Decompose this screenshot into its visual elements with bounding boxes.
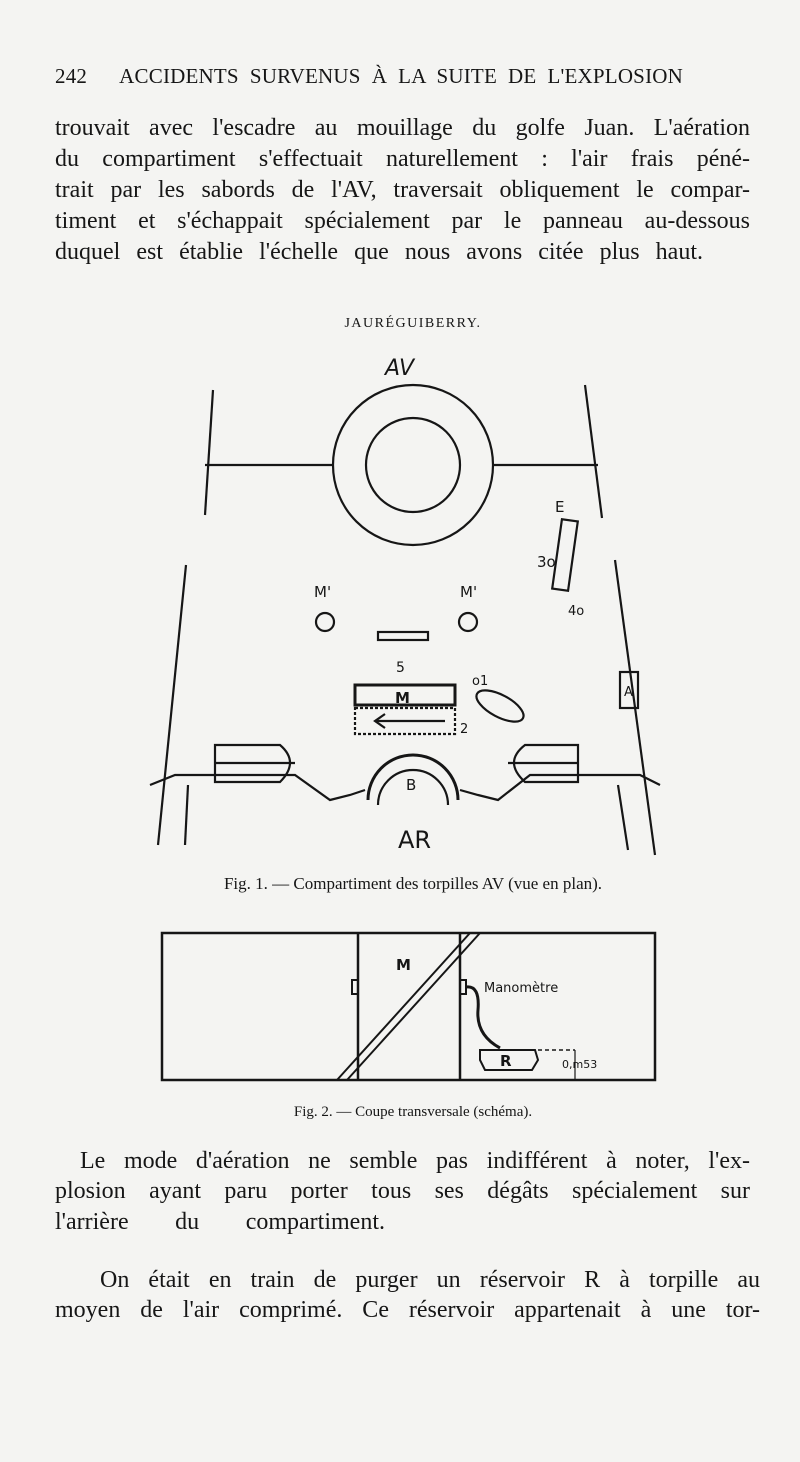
text-line: trait par les sabords de l'AV, traversai…	[55, 177, 750, 203]
figure-1-caption: Fig. 1. — Compartiment des torpilles AV …	[223, 874, 603, 893]
reservoir-r	[479, 1049, 540, 1071]
label-2: 2	[460, 722, 468, 737]
text-line: duquel est établie l'échelle que nous av…	[55, 239, 703, 265]
fan-right-icon	[457, 611, 479, 633]
label-e: E	[555, 498, 564, 516]
bow-label: AV	[383, 356, 416, 381]
fan-left-icon	[314, 611, 336, 633]
figure-2-section: M Manomètre R 0,m53	[160, 931, 657, 1082]
label-4: 4o	[568, 604, 584, 619]
label-m2: M	[396, 956, 411, 974]
turret-inner-ring	[364, 416, 462, 514]
label-m-prime-left: M'	[314, 583, 331, 601]
page-number: 242	[55, 64, 88, 88]
stern-label: AR	[398, 826, 431, 854]
turret-outer-ring	[331, 383, 495, 547]
label-m: M	[395, 689, 410, 707]
label-m-prime-right: M'	[460, 583, 477, 601]
text-line: Le mode d'aération ne semble pas indiffé…	[80, 1148, 750, 1174]
ship-name: JAURÉGUIBERRY.	[344, 316, 482, 331]
running-header: 242 ACCIDENTS SURVENUS À LA SUITE DE L'E…	[55, 64, 683, 89]
text-line: moyen de l'air comprimé. Ce réservoir ap…	[55, 1297, 760, 1323]
label-a: A	[624, 685, 633, 700]
figure-2-caption: Fig. 2. — Coupe transversale (schéma).	[293, 1104, 533, 1120]
label-r: R	[500, 1052, 512, 1070]
label-5: 5	[396, 660, 405, 676]
label-manometre: Manomètre	[484, 981, 558, 996]
text-line: timent et s'échappait spécialement par l…	[55, 208, 750, 234]
text-line: du compartiment s'effectuait naturelleme…	[55, 146, 750, 172]
manometer-hose	[465, 985, 501, 1050]
figure-1-plan: AV M' M' E 3o 4o 5 o1	[149, 356, 661, 856]
label-height: 0,m53	[562, 1058, 597, 1071]
ladder	[336, 932, 481, 1081]
torpedo-left	[213, 743, 295, 784]
label-3: 3o	[537, 553, 556, 571]
label-1: o1	[472, 674, 488, 689]
text-line: trouvait avec l'escadre au mouillage du …	[55, 115, 750, 141]
label-b: B	[406, 776, 416, 794]
running-title: ACCIDENTS SURVENUS À LA SUITE DE L'EXPLO…	[119, 64, 683, 88]
text-line: On était en train de purger un réservoir…	[100, 1267, 760, 1293]
text-line: plosion ayant paru porter tous ses dégât…	[55, 1178, 750, 1204]
text-line: l'arrière du compartiment.	[55, 1209, 385, 1235]
torpedo-right	[508, 743, 580, 784]
